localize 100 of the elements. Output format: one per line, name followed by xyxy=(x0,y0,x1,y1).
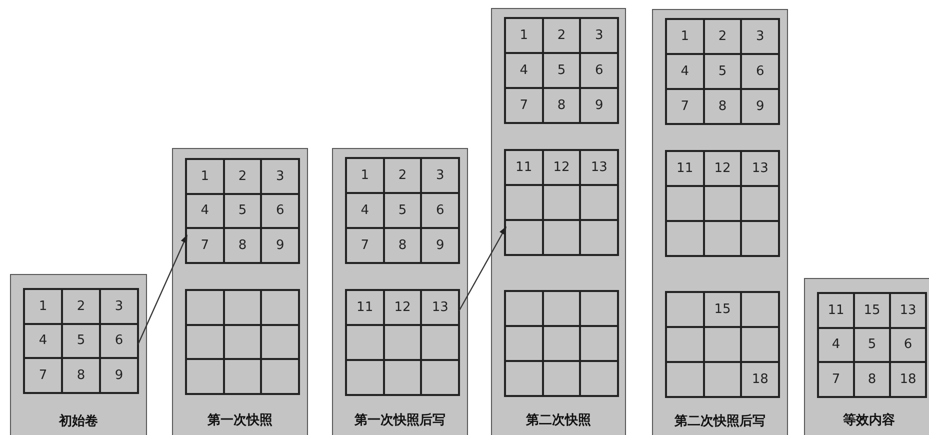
empty-block xyxy=(186,290,224,325)
numbered-block: 1 xyxy=(666,19,704,54)
panel-title: 第一次快照 xyxy=(206,412,274,429)
empty-block xyxy=(580,291,618,326)
numbered-block: 2 xyxy=(542,18,580,53)
numbered-block: 3 xyxy=(580,18,618,53)
numbered-block: 18 xyxy=(741,362,779,397)
numbered-block: 8 xyxy=(854,362,890,397)
numbered-block: 1 xyxy=(24,289,62,324)
numbered-block: 9 xyxy=(580,88,618,123)
empty-block xyxy=(505,291,543,326)
numbered-block: 15 xyxy=(854,293,890,328)
block-grid xyxy=(345,289,460,396)
numbered-block: 13 xyxy=(580,150,618,185)
numbered-block: 7 xyxy=(24,358,62,393)
empty-block xyxy=(505,185,543,220)
empty-block xyxy=(224,359,262,394)
numbered-block: 2 xyxy=(704,19,742,54)
empty-block xyxy=(542,326,580,361)
empty-block xyxy=(186,324,224,360)
numbered-block: 3 xyxy=(261,159,299,194)
numbered-block: 4 xyxy=(505,53,543,88)
numbered-block: 5 xyxy=(384,193,422,228)
panel-title: 第二次快照 xyxy=(525,412,592,429)
numbered-block: 7 xyxy=(505,88,543,123)
block-grid xyxy=(817,292,927,398)
numbered-block: 5 xyxy=(62,324,100,358)
empty-block xyxy=(186,359,224,394)
empty-block xyxy=(741,221,779,256)
block-grid xyxy=(504,290,619,397)
numbered-block: 1 xyxy=(505,18,543,53)
numbered-block: 7 xyxy=(346,228,384,263)
numbered-block: 5 xyxy=(704,54,742,89)
empty-block xyxy=(666,327,704,362)
panel-title: 等效内容 xyxy=(842,412,896,429)
empty-block xyxy=(580,361,618,396)
block-grid xyxy=(504,17,619,124)
numbered-block: 8 xyxy=(542,88,580,123)
numbered-block: 13 xyxy=(890,293,926,328)
numbered-block: 13 xyxy=(741,151,779,186)
numbered-block: 4 xyxy=(818,328,854,362)
numbered-block: 9 xyxy=(421,228,459,263)
numbered-block: 3 xyxy=(100,289,138,324)
empty-block xyxy=(224,324,262,360)
numbered-block: 11 xyxy=(818,293,854,328)
empty-block xyxy=(224,290,262,325)
numbered-block: 18 xyxy=(890,362,926,397)
block-grid xyxy=(504,149,619,256)
empty-block xyxy=(704,327,742,362)
panel-title: 第一次快照后写 xyxy=(354,412,446,429)
numbered-block: 6 xyxy=(890,328,926,362)
numbered-block: 9 xyxy=(100,358,138,393)
numbered-block: 4 xyxy=(186,194,224,228)
numbered-block: 3 xyxy=(741,19,779,54)
numbered-block: 15 xyxy=(704,292,742,327)
empty-block xyxy=(346,360,384,395)
empty-block xyxy=(666,221,704,256)
numbered-block: 13 xyxy=(421,290,459,325)
numbered-block: 6 xyxy=(421,193,459,228)
empty-block xyxy=(741,327,779,362)
empty-block xyxy=(741,186,779,221)
block-grid xyxy=(23,288,139,394)
empty-block xyxy=(384,325,422,360)
empty-block xyxy=(542,361,580,396)
numbered-block: 8 xyxy=(384,228,422,263)
block-grid xyxy=(185,289,300,395)
empty-block xyxy=(421,325,459,360)
numbered-block: 3 xyxy=(421,158,459,193)
empty-block xyxy=(580,220,618,255)
volume-panel xyxy=(172,148,308,435)
empty-block xyxy=(542,185,580,220)
numbered-block: 4 xyxy=(666,54,704,89)
numbered-block: 12 xyxy=(704,151,742,186)
volume-panel xyxy=(10,274,147,435)
numbered-block: 9 xyxy=(741,89,779,124)
volume-panel xyxy=(332,148,468,435)
empty-block xyxy=(505,220,543,255)
empty-block xyxy=(542,291,580,326)
empty-block xyxy=(741,292,779,327)
empty-block xyxy=(261,359,299,394)
numbered-block: 1 xyxy=(186,159,224,194)
panel-title: 第二次快照后写 xyxy=(674,412,766,430)
empty-block xyxy=(261,324,299,360)
numbered-block: 8 xyxy=(224,228,262,263)
numbered-block: 12 xyxy=(542,150,580,185)
numbered-block: 2 xyxy=(384,158,422,193)
numbered-block: 6 xyxy=(741,54,779,89)
numbered-block: 4 xyxy=(346,193,384,228)
empty-block xyxy=(666,362,704,397)
empty-block xyxy=(505,361,543,396)
numbered-block: 9 xyxy=(261,228,299,263)
numbered-block: 6 xyxy=(261,194,299,228)
numbered-block: 8 xyxy=(704,89,742,124)
numbered-block: 5 xyxy=(542,53,580,88)
numbered-block: 2 xyxy=(224,159,262,194)
numbered-block: 7 xyxy=(818,362,854,397)
empty-block xyxy=(580,185,618,220)
block-grid xyxy=(345,157,460,264)
block-grid xyxy=(185,158,300,264)
numbered-block: 11 xyxy=(346,290,384,325)
